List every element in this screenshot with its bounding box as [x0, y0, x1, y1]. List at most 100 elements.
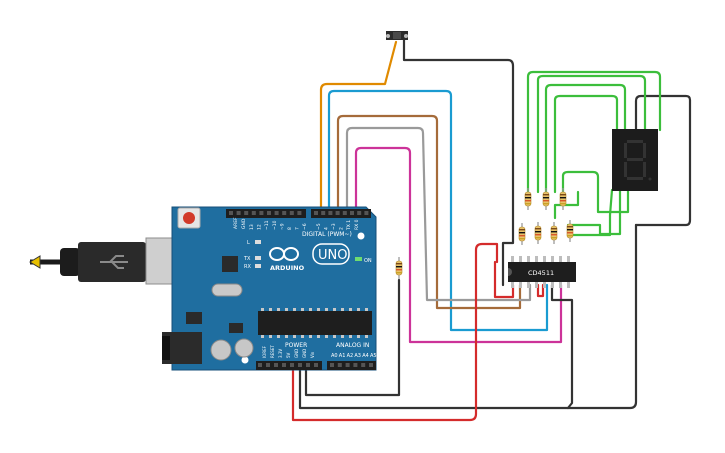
pin-hole[interactable]: [282, 211, 287, 215]
wire-black-button-gnd[interactable]: [402, 36, 515, 287]
resistor[interactable]: [542, 188, 550, 210]
pin-hole[interactable]: [298, 363, 302, 367]
resistor-body: [524, 191, 532, 207]
chip-pin: [325, 308, 328, 311]
ic-pin[interactable]: [543, 256, 546, 262]
reset-button-cap[interactable]: [183, 212, 195, 224]
wire-black-ic-gnd[interactable]: [550, 283, 574, 410]
ic-pin[interactable]: [551, 256, 554, 262]
resistor[interactable]: [534, 222, 542, 244]
resistor-band: [525, 197, 531, 199]
pin-hole[interactable]: [290, 363, 294, 367]
wire-green-g[interactable]: [566, 188, 614, 237]
pin-hole[interactable]: [342, 211, 347, 215]
pin-hole[interactable]: [364, 211, 369, 215]
resistor[interactable]: [559, 188, 567, 210]
ic-pin[interactable]: [519, 282, 522, 288]
resistor[interactable]: [566, 220, 574, 242]
pin-hole[interactable]: [236, 211, 241, 215]
digital-pin-holes[interactable]: [229, 211, 369, 215]
resistor[interactable]: [524, 188, 532, 210]
pin-hole[interactable]: [361, 363, 366, 367]
resistor-band: [543, 200, 549, 202]
pin-hole[interactable]: [229, 211, 233, 215]
wire-green-e[interactable]: [561, 170, 630, 214]
pin-hole[interactable]: [350, 211, 354, 215]
pin-hole[interactable]: [314, 363, 318, 367]
ic-pin[interactable]: [519, 256, 522, 262]
ic-pin[interactable]: [527, 282, 530, 288]
wire-red-ic2[interactable]: [536, 283, 545, 298]
pin-hole[interactable]: [251, 211, 256, 215]
ic-pin[interactable]: [535, 256, 538, 262]
pin-hole[interactable]: [353, 363, 358, 367]
pin-hole[interactable]: [321, 211, 326, 215]
resistor-band: [519, 235, 525, 237]
pin-hole[interactable]: [369, 363, 373, 367]
resistor[interactable]: [550, 222, 558, 244]
resistor-band: [525, 194, 531, 196]
push-button-cap[interactable]: [393, 32, 401, 39]
ic-pin[interactable]: [535, 282, 538, 288]
wire-red-5v[interactable]: [291, 242, 499, 422]
ic-body[interactable]: [508, 262, 576, 282]
pin-hole[interactable]: [266, 363, 270, 367]
pin-hole[interactable]: [258, 363, 262, 367]
resistor-band: [551, 237, 557, 239]
push-button[interactable]: [386, 31, 408, 40]
resistor-body: [550, 225, 558, 241]
pin-hole[interactable]: [244, 211, 249, 215]
pin-hole[interactable]: [297, 211, 302, 215]
pin-hole[interactable]: [259, 211, 264, 215]
ic-pin[interactable]: [551, 282, 554, 288]
pin-hole[interactable]: [357, 211, 362, 215]
pin-hole[interactable]: [274, 211, 279, 215]
pin-hole[interactable]: [306, 363, 310, 367]
wire-red-ic[interactable]: [493, 260, 515, 299]
wire-green-d[interactable]: [553, 94, 619, 194]
ic-pin[interactable]: [559, 256, 562, 262]
cd4511-ic[interactable]: CD4511: [508, 256, 576, 288]
power-jack-front: [162, 336, 170, 360]
pin-hole[interactable]: [337, 363, 342, 367]
ic-pin[interactable]: [567, 256, 570, 262]
ic-pin[interactable]: [567, 282, 570, 288]
pin-hole[interactable]: [335, 211, 340, 215]
pin-hole[interactable]: [289, 211, 294, 215]
pin-hole[interactable]: [274, 363, 278, 367]
model-text: UNO: [318, 248, 347, 263]
digital-pin-label: ~6: [302, 223, 308, 230]
wire-green-a[interactable]: [526, 70, 662, 194]
ic-pin[interactable]: [543, 282, 546, 288]
resistor-body: [518, 226, 526, 242]
ic-pin[interactable]: [511, 256, 514, 262]
pin-hole[interactable]: [328, 211, 333, 215]
wire-orange[interactable]: [319, 40, 398, 214]
pin-hole[interactable]: [267, 211, 271, 215]
pin-hole[interactable]: [330, 363, 334, 367]
resistor[interactable]: [518, 223, 526, 245]
pin-hole[interactable]: [314, 211, 318, 215]
wire-gray[interactable]: [345, 126, 532, 302]
wire-black-display[interactable]: [634, 94, 692, 227]
ic-pin[interactable]: [511, 282, 514, 288]
ic-pins[interactable]: [511, 256, 570, 288]
wire-green-c[interactable]: [544, 83, 627, 194]
ic-pin[interactable]: [527, 256, 530, 262]
wire-brown[interactable]: [336, 114, 522, 310]
wire-green-b[interactable]: [536, 74, 647, 194]
pin-hole[interactable]: [282, 363, 286, 367]
wire-black-resistor[interactable]: [304, 278, 401, 397]
wire-magenta[interactable]: [354, 146, 563, 344]
resistor[interactable]: [395, 257, 403, 279]
microcontroller-chip: [258, 311, 372, 335]
power-analog-pin-holes[interactable]: [258, 363, 373, 367]
wire-blue[interactable]: [327, 89, 549, 332]
ic-pin[interactable]: [559, 282, 562, 288]
wire-black-gnd-loop[interactable]: [298, 223, 638, 410]
wire-green-h[interactable]: [553, 190, 580, 220]
pin-hole[interactable]: [345, 363, 350, 367]
seven-segment-display[interactable]: [612, 129, 658, 191]
